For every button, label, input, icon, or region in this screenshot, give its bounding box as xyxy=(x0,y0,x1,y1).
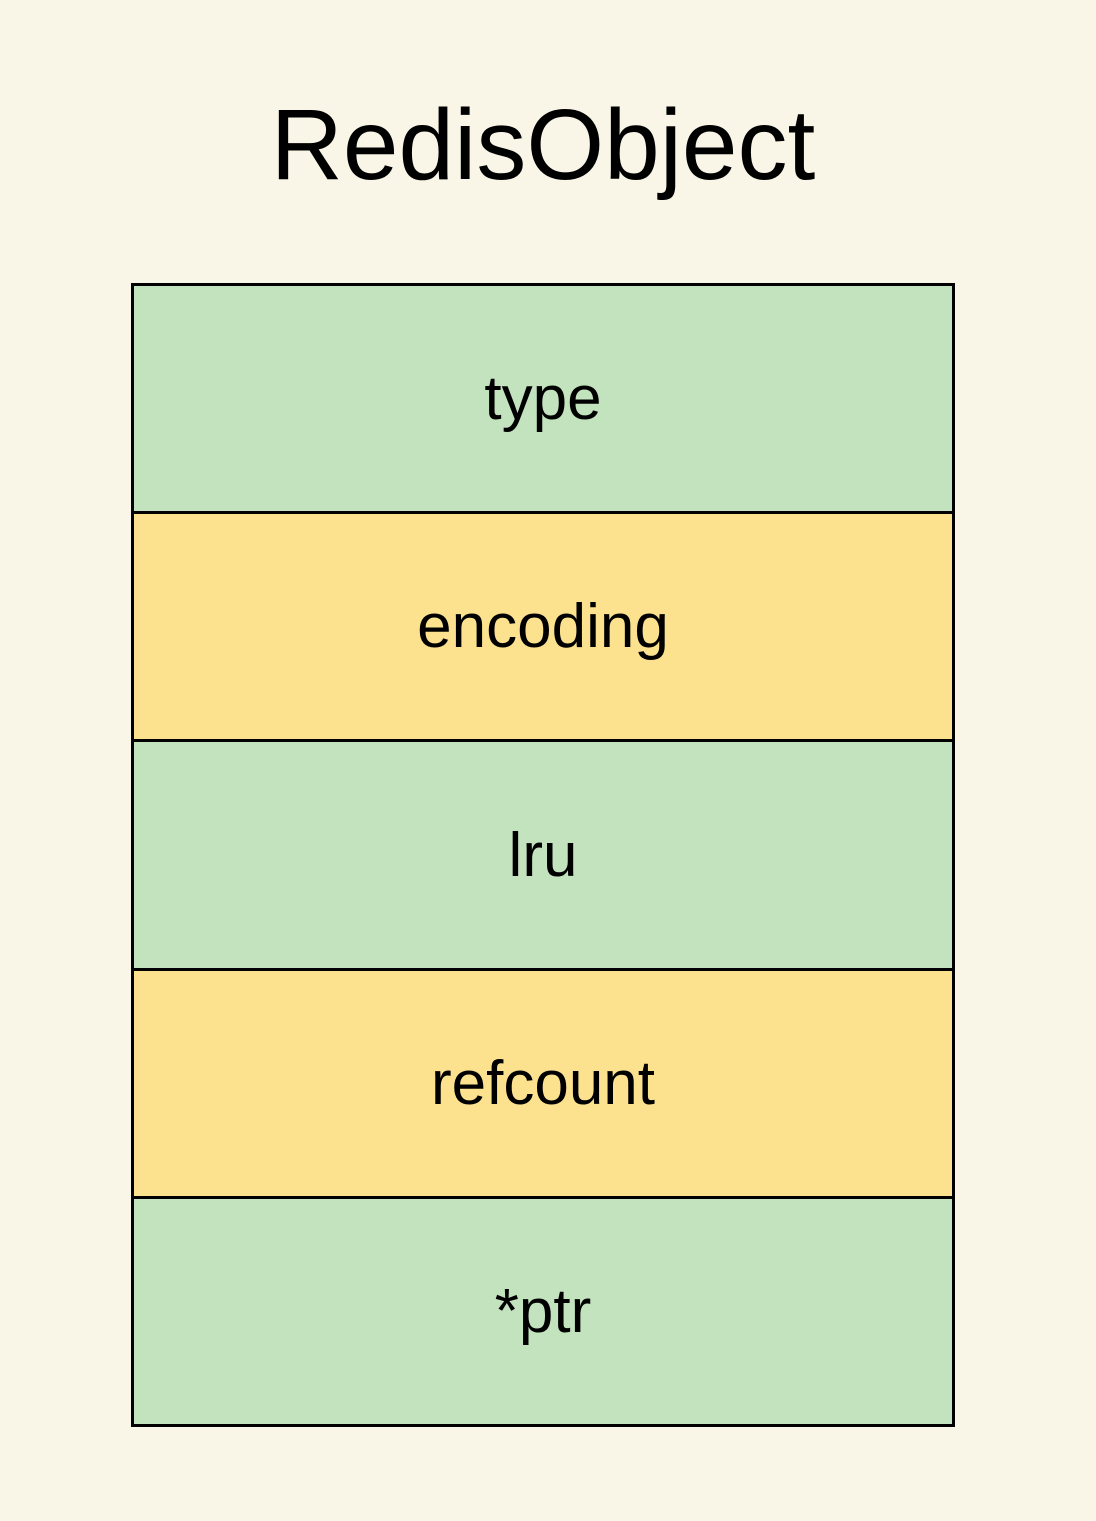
field-label: refcount xyxy=(430,1048,656,1118)
field-label: encoding xyxy=(417,592,669,662)
field-row-refcount: refcount xyxy=(134,970,952,1199)
diagram-title: RedisObject xyxy=(270,89,816,201)
field-row-ptr: *ptr xyxy=(134,1198,952,1425)
field-label: lru xyxy=(508,820,578,890)
field-label: *ptr xyxy=(494,1276,592,1346)
redis-object-struct: type encoding lru refcount *ptr xyxy=(131,283,955,1427)
field-row-encoding: encoding xyxy=(134,514,952,743)
field-label: type xyxy=(484,364,602,434)
field-row-type: type xyxy=(134,286,952,515)
field-row-lru: lru xyxy=(134,742,952,971)
